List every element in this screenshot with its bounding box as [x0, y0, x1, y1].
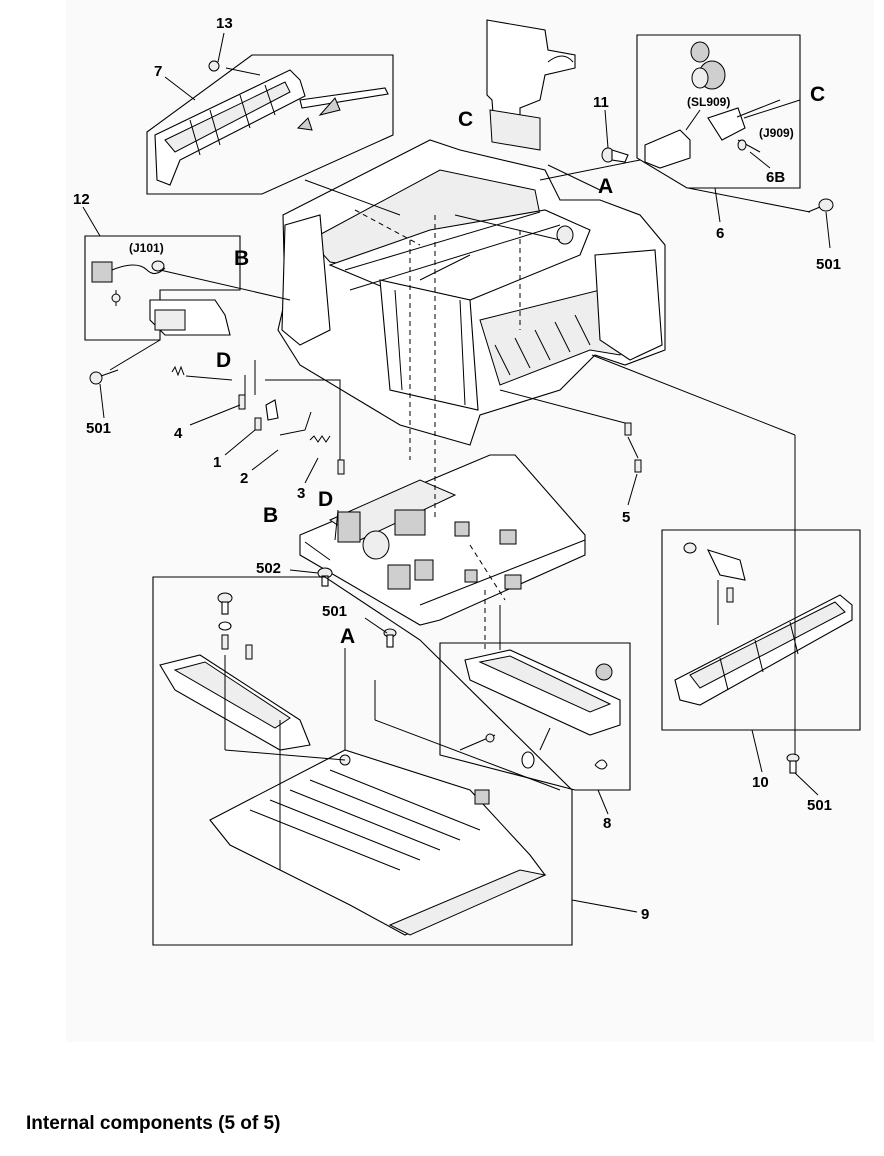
screw-13 — [208, 60, 220, 72]
ref-c-top: C — [458, 108, 473, 131]
part-11 — [601, 147, 629, 163]
subassembly-9 — [152, 576, 573, 946]
callout-13: 13 — [216, 15, 233, 32]
screw-501-bottom — [786, 753, 800, 774]
figure-caption: Internal components (5 of 5) — [26, 1113, 281, 1134]
callout-5: 5 — [622, 509, 630, 526]
main-chassis-frame — [277, 139, 666, 446]
connector-labels: (J101) (SL909) (J909) — [129, 95, 794, 255]
ref-d-mid: D — [318, 488, 333, 511]
ref-c-right: C — [810, 83, 825, 106]
callout-502: 502 — [256, 560, 281, 577]
engine-control-board — [299, 454, 586, 626]
upper-bracket-assembly — [486, 19, 576, 151]
callout-501-mid: 501 — [322, 603, 347, 620]
callout-6b: 6B — [766, 169, 785, 186]
springs-1-4 — [171, 360, 345, 475]
ref-b-mid: B — [263, 504, 278, 527]
leader-lines — [82, 32, 831, 913]
callout-11: 11 — [593, 94, 609, 111]
screw-501-mid — [383, 628, 397, 648]
screw-502 — [317, 567, 333, 587]
callout-6: 6 — [716, 225, 724, 242]
ref-d-left: D — [216, 349, 231, 372]
callout-1: 1 — [213, 454, 221, 471]
connector-sl909: (SL909) — [687, 95, 730, 109]
ref-b-left: B — [234, 247, 249, 270]
callout-2: 2 — [240, 470, 248, 487]
callouts: 13 7 11 12 6 6B 501 501 4 1 2 3 5 502 50… — [73, 15, 841, 923]
reference-letters: C C A A B B D D — [216, 83, 825, 648]
callout-3: 3 — [297, 485, 305, 502]
ref-a-bottom: A — [340, 625, 355, 648]
subassembly-8 — [439, 642, 631, 791]
callout-7: 7 — [154, 63, 162, 80]
screw-501-right — [807, 198, 834, 213]
connector-j101: (J101) — [129, 241, 164, 255]
subassembly-10 — [661, 529, 861, 731]
springs-5 — [624, 422, 642, 473]
callout-501-right: 501 — [816, 256, 841, 273]
callout-4: 4 — [174, 425, 183, 442]
callout-12: 12 — [73, 191, 90, 208]
connector-j909: (J909) — [759, 126, 794, 140]
callout-9: 9 — [641, 906, 649, 923]
callout-8: 8 — [603, 815, 611, 832]
screw-501-left — [89, 369, 119, 385]
subassembly-12 — [84, 235, 241, 341]
ref-a-top: A — [598, 175, 613, 198]
callout-10: 10 — [752, 774, 769, 791]
subassembly-6 — [636, 34, 801, 189]
callout-501-bottom: 501 — [807, 797, 832, 814]
subassembly-7 — [146, 54, 394, 195]
callout-501-left: 501 — [86, 420, 111, 437]
